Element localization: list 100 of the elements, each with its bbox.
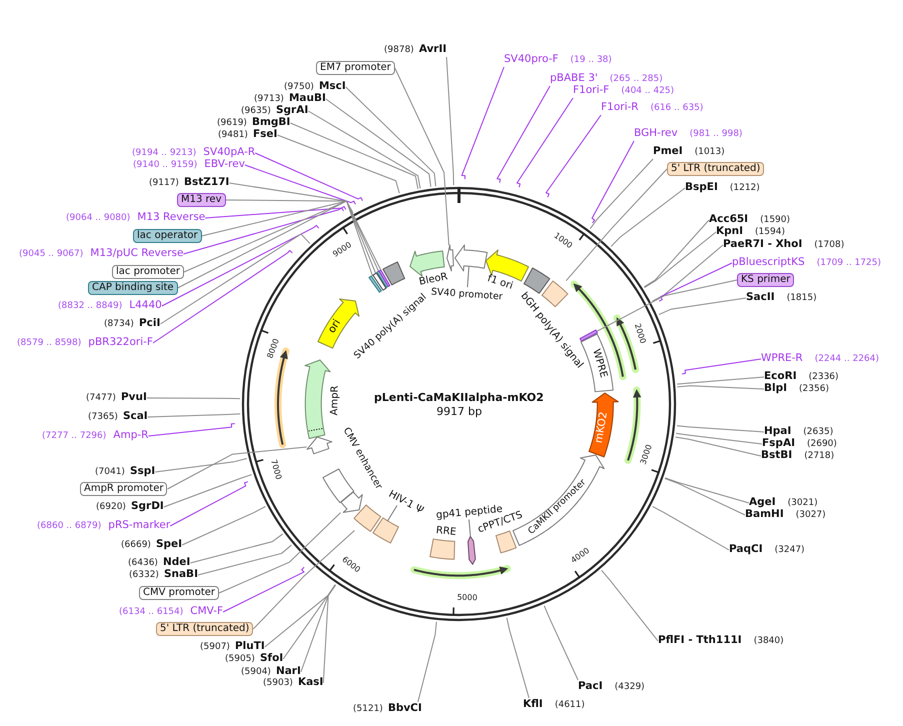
leader-line <box>218 512 342 594</box>
scale-label: 5000 <box>456 593 478 603</box>
leader-line <box>461 66 504 180</box>
scale-label: 2000 <box>632 322 648 345</box>
enzyme-name: ScaI <box>122 410 148 423</box>
primer-name: WPRE-R <box>761 352 803 365</box>
leader-line <box>676 432 762 444</box>
feature-label: 5' LTR (truncated) <box>667 162 764 176</box>
primer-name: pBR322ori-F <box>88 336 153 349</box>
primer-name: SV40pro-F <box>504 53 558 66</box>
enzyme-name: AgeI <box>749 496 776 509</box>
cut-site-position: (1815) <box>786 292 817 305</box>
cut-site-position: (1708) <box>814 239 844 252</box>
leader-line <box>417 621 437 702</box>
leader-line <box>674 436 762 456</box>
leader-line <box>177 200 374 288</box>
leader-line <box>676 425 764 432</box>
feature-label: EM7 promoter <box>316 61 395 75</box>
primer-position: (616 .. 635) <box>650 102 704 115</box>
primer-position: (981 .. 998) <box>690 128 742 141</box>
scale-label: 3000 <box>638 443 654 466</box>
cut-site-position: (6920) <box>96 501 126 514</box>
enzyme-name: BbvCI <box>388 702 422 715</box>
primer-position: (7277 .. 7296) <box>42 430 106 443</box>
leader-line <box>170 481 248 526</box>
leader-line <box>644 232 716 288</box>
scale-label: 7000 <box>269 458 284 480</box>
feature-name: mKO2 <box>594 411 610 444</box>
primer-name: EBV-rev <box>204 158 245 171</box>
feature-name: WPRE <box>590 348 609 380</box>
enzyme-name: HpaI <box>764 425 792 438</box>
primer-name: CMV-F <box>190 605 224 618</box>
enzyme-name: MauBI <box>288 92 326 105</box>
leader-line <box>345 86 436 187</box>
primer-position: (9064 .. 9080) <box>66 212 130 225</box>
enzyme-name: PacI <box>578 680 603 693</box>
enzyme-name: PvuI <box>120 391 147 404</box>
leader-line <box>394 68 450 246</box>
leader-line <box>166 446 308 490</box>
leader-line <box>222 566 305 612</box>
enzyme-name: KflI <box>523 698 543 711</box>
cut-site-position: (2336) <box>808 371 839 384</box>
enzyme-name: SnaBI <box>164 568 198 581</box>
leader-line <box>161 224 320 306</box>
leader-line <box>148 423 236 436</box>
leader-line <box>516 98 574 188</box>
enzyme-name: MscI <box>318 80 346 93</box>
leader-line <box>644 220 710 288</box>
cut-site-position: (2718) <box>804 450 834 463</box>
enzyme-name: PflFI - Tth111I <box>658 634 742 647</box>
leader-line <box>154 458 248 472</box>
primer-name: pRS-marker <box>108 519 170 532</box>
enzyme-name: SgrAI <box>276 104 308 117</box>
enzyme-name: PciI <box>138 317 160 330</box>
leader-line <box>182 506 266 546</box>
cut-site-position: (7477) <box>86 392 116 405</box>
feature-label: lac operator <box>133 229 202 243</box>
directional-feature <box>340 491 363 514</box>
enzyme-name: BstBI <box>761 449 792 462</box>
orf-indicator <box>410 563 512 580</box>
plasmid-name: pLenti-CaMaKIIalpha-mKO2 <box>374 390 544 404</box>
leader-line <box>610 188 686 247</box>
cut-site-position: (2690) <box>806 438 837 451</box>
primer-position: (19 .. 38) <box>570 54 612 67</box>
leader-line <box>152 250 293 344</box>
primer-name: F1ori-R <box>601 101 638 114</box>
cut-site-position: (5904) <box>241 666 271 678</box>
enzyme-name: BspEI <box>685 181 718 194</box>
leader-line <box>544 605 578 680</box>
leader-line <box>601 570 658 642</box>
enzyme-name: KasI <box>298 676 324 689</box>
feature-name: BleoR <box>418 271 449 288</box>
cut-site-position: (5905) <box>225 653 255 666</box>
leader-line <box>228 182 354 213</box>
enzyme-name: BstZ17I <box>184 176 230 189</box>
leader-line <box>652 244 724 302</box>
primer-name: SV40pA-R <box>203 146 256 159</box>
cut-site-position: (9750) <box>284 81 314 93</box>
leader-line <box>546 114 602 198</box>
feature-label: KS primer <box>737 273 794 287</box>
cut-site-position: (6436) <box>128 557 158 570</box>
cut-site-position: (7041) <box>95 466 125 479</box>
enzyme-name: NarI <box>276 665 301 677</box>
primer-position: (2244 .. 2264) <box>814 353 880 366</box>
enzyme-name: AvrII <box>418 43 447 56</box>
feature-stripe <box>372 272 387 292</box>
primer-position: (1709 .. 1725) <box>816 257 881 270</box>
primer-position: (9194 .. 9213) <box>132 147 196 160</box>
directional-feature <box>446 244 454 272</box>
leader-line <box>676 376 764 385</box>
cut-site-position: (3027) <box>796 509 826 522</box>
feature-name: RRE <box>436 524 457 538</box>
feature-name: ori <box>326 318 344 336</box>
enzyme-name: SacII <box>746 291 775 304</box>
leader-line <box>676 385 764 390</box>
leader-line <box>596 280 738 332</box>
leader-line <box>197 544 292 576</box>
primer-name: M13/pUC Reverse <box>90 247 184 260</box>
enzyme-name: BamHI <box>745 508 784 521</box>
feature-label: 5' LTR (truncated) <box>156 622 254 636</box>
